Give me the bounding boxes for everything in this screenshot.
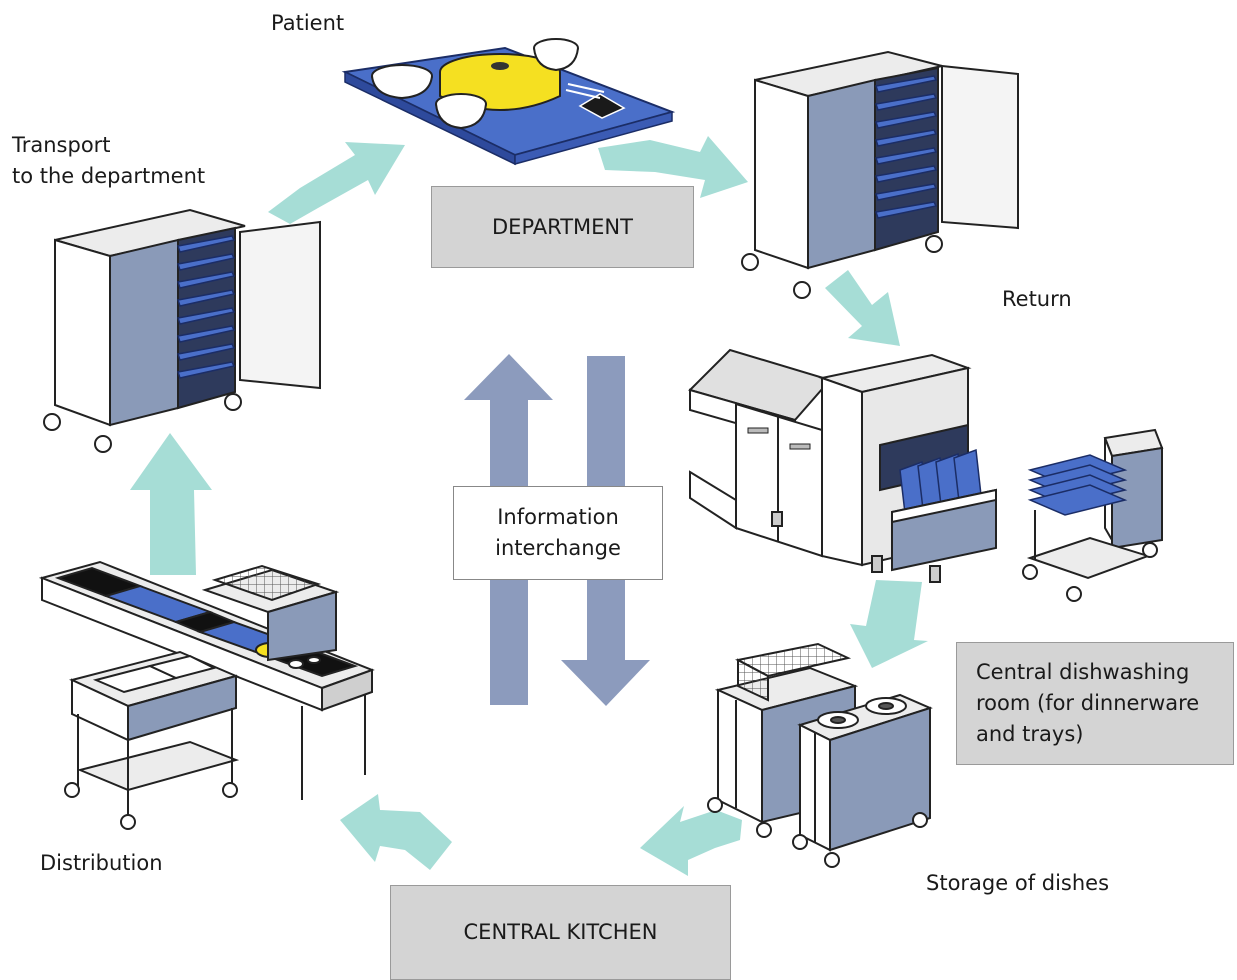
dishwashing-line3: and trays) bbox=[976, 722, 1084, 746]
dishwasher-illustration bbox=[688, 348, 997, 583]
central-kitchen-box: CENTRAL KITCHEN bbox=[390, 885, 731, 980]
distribution-line-illustration bbox=[38, 560, 375, 830]
dishwashing-line1: Central dishwashing bbox=[976, 660, 1190, 684]
department-label: DEPARTMENT bbox=[492, 214, 633, 239]
tray-rack-trolley-illustration bbox=[1022, 428, 1164, 602]
information-interchange-box: Information interchange bbox=[453, 486, 663, 580]
storage-label: Storage of dishes bbox=[926, 871, 1110, 895]
cycle-arrow-icon bbox=[850, 580, 928, 668]
dishwashing-text: Central dishwashing room (for dinnerware… bbox=[976, 657, 1199, 750]
cycle-arrow-icon bbox=[340, 794, 452, 870]
cycle-arrow-icon bbox=[825, 270, 900, 346]
cycle-arrow-icon bbox=[130, 433, 212, 575]
cycle-arrow-icon bbox=[268, 142, 405, 224]
cycle-arrows bbox=[130, 136, 928, 876]
patient-tray-illustration bbox=[341, 38, 676, 166]
distribution-label: Distribution bbox=[40, 851, 163, 875]
transport-label-line1: Transport bbox=[12, 133, 111, 157]
return-cart-illustration bbox=[741, 50, 1019, 299]
dishwashing-box: Central dishwashing room (for dinnerware… bbox=[956, 642, 1234, 765]
department-box: DEPARTMENT bbox=[431, 186, 694, 268]
dish-storage-carts-illustration bbox=[707, 642, 933, 868]
central-kitchen-label: CENTRAL KITCHEN bbox=[463, 920, 658, 944]
patient-label: Patient bbox=[271, 11, 345, 35]
dishwashing-line2: room (for dinnerware bbox=[976, 691, 1200, 715]
cycle-arrow-icon bbox=[640, 806, 742, 876]
transport-cart-illustration bbox=[43, 208, 321, 453]
info-line1: Information bbox=[497, 505, 619, 529]
transport-label-line2: to the department bbox=[12, 164, 206, 188]
cycle-arrow-icon bbox=[598, 136, 748, 198]
information-interchange-text: Information interchange bbox=[495, 502, 621, 564]
info-line2: interchange bbox=[495, 536, 621, 560]
return-label: Return bbox=[1002, 287, 1072, 311]
